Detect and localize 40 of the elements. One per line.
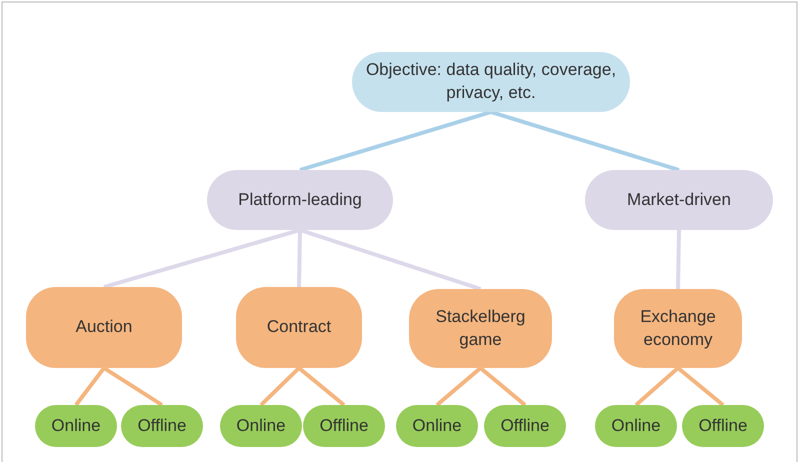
node-label: Online: [236, 414, 286, 437]
node-label: Offline: [320, 414, 368, 437]
node-label: Online: [611, 414, 661, 437]
connector-line: [74, 366, 106, 406]
node-label: Online: [412, 414, 462, 437]
mode-node: [484, 405, 566, 447]
node-label: Exchange economy: [639, 306, 717, 350]
mode-node: [303, 405, 385, 447]
node-label: Platform-leading: [238, 188, 362, 211]
mode-node: [35, 405, 117, 447]
mode-node: [595, 405, 677, 447]
node-label: Offline: [138, 414, 186, 437]
method-node: [614, 289, 742, 368]
connector-line: [676, 230, 681, 290]
node-label: Online: [51, 414, 101, 437]
node-label: Objective: data quality, coverage, privacy, etc.: [364, 59, 618, 104]
mode-node: [682, 405, 764, 447]
connector-line: [103, 228, 301, 289]
method-node: [409, 289, 552, 368]
node-label: Offline: [500, 414, 550, 437]
connector-line: [260, 366, 300, 406]
connector-line: [479, 366, 526, 407]
connector-line: [102, 366, 164, 407]
connector-line: [297, 230, 302, 288]
connector-line: [298, 366, 346, 407]
method-node: [236, 287, 362, 368]
node-label: Contract: [266, 316, 332, 338]
method-node: [26, 287, 182, 368]
connector-line: [299, 228, 482, 291]
connector-line: [299, 110, 492, 172]
node-label: Stackelberg game: [434, 306, 526, 350]
connector-line: [436, 366, 482, 407]
node-label: Market-driven: [627, 188, 731, 211]
node-label: Auction: [76, 316, 132, 338]
mode-node: [121, 405, 203, 447]
connector-line: [490, 110, 680, 172]
mode-node: [220, 405, 302, 447]
connector-line: [634, 366, 680, 406]
node-label: Offline: [698, 414, 748, 437]
mode-node: [396, 405, 478, 447]
